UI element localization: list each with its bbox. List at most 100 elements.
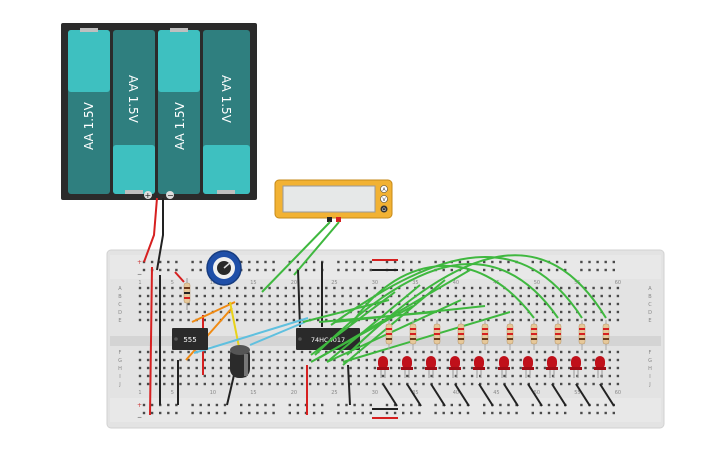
potentiometer[interactable] [206,250,242,286]
row-letter: B [648,294,652,300]
counter-output-wire[interactable] [314,263,559,356]
red-led[interactable] [473,356,485,378]
battery-cell-4[interactable]: AA 1.5V [203,30,250,194]
led-ground-wire[interactable] [551,383,567,407]
wire-black-mid-3[interactable] [347,364,351,406]
counter-output-wire[interactable] [330,256,583,326]
battery-minus-terminal[interactable] [166,191,174,199]
red-led[interactable] [546,356,558,378]
multimeter-mode-ohm[interactable]: Ω [380,205,388,214]
multimeter-probe-wire-1[interactable] [261,221,331,293]
wire-red-short[interactable] [174,271,185,283]
wire-yellow[interactable] [229,301,241,353]
led-resistor[interactable] [578,320,586,350]
chip-74hc4017-label: 74HC4017 [311,336,345,344]
led-resistor[interactable] [433,320,441,350]
led-ground-wire[interactable] [454,383,470,407]
multimeter-probe-red[interactable] [336,217,341,222]
column-number-bottom: 5 [171,390,174,396]
battery-cell-4-label: AA 1.5V [219,75,233,124]
row-letter: E [118,318,121,324]
red-led[interactable] [401,356,413,378]
multimeter-probe-wire-2[interactable] [293,221,340,276]
wire-orange-1[interactable] [191,301,236,323]
wire-black-cap[interactable] [226,374,235,406]
multimeter-mode-v[interactable]: V [380,195,388,204]
wire-blue-1[interactable] [193,317,309,354]
row-letter: A [648,286,652,292]
led-ground-wire[interactable] [382,383,398,407]
column-number-top: 25 [331,280,337,286]
multimeter-mode-a[interactable]: A [380,185,388,194]
resistor-timer[interactable] [183,278,191,310]
chip-555-label: 555 [183,336,196,344]
column-number-bottom: 20 [291,390,297,396]
battery-cell-2-label: AA 1.5V [126,75,140,124]
battery-cell-3-label: AA 1.5V [173,101,187,150]
row-letter: F [119,350,122,356]
red-led[interactable] [594,356,606,378]
counter-output-wire[interactable] [342,311,511,363]
battery-cell-2[interactable]: AA 1.5V [113,30,155,194]
battery-plus-terminal[interactable] [144,191,152,199]
battery-cell-3[interactable]: AA 1.5V [158,28,200,194]
led-ground-wire[interactable] [575,383,591,407]
svg-text:A: A [382,187,386,193]
led-resistor[interactable] [506,320,514,350]
electrolytic-capacitor[interactable] [230,345,250,378]
battery-cell-1[interactable]: AA 1.5V [68,28,110,194]
rail-plus-bottom: + [137,402,142,409]
led-ground-wire[interactable] [406,383,422,407]
wire-orange-2[interactable] [185,307,233,361]
wire-red-left-1[interactable] [149,266,153,416]
svg-text:Ω: Ω [382,207,386,213]
led-ground-wire[interactable] [599,383,615,407]
battery-pack[interactable]: AA 1.5V AA 1.5V AA 1.5V AA 1.5V + − [61,23,257,200]
column-number-top: 35 [412,280,418,286]
column-number-top: 15 [250,280,256,286]
led-ground-wire[interactable] [430,383,446,407]
led-resistor[interactable] [457,320,465,350]
red-led[interactable] [425,356,437,378]
column-number-top: 20 [291,280,297,286]
wire-black-mid-1[interactable] [297,269,301,328]
breadboard[interactable]: 1155101015152020252530303535404045455050… [106,249,665,429]
row-letter: F [649,350,652,356]
led-resistor[interactable] [385,320,393,350]
column-number-top: 30 [372,280,378,286]
row-letter: H [118,366,122,372]
led-resistor[interactable] [554,320,562,350]
led-resistor[interactable] [530,320,538,350]
led-ground-wire[interactable] [527,383,543,407]
red-led[interactable] [449,356,461,378]
red-led[interactable] [498,356,510,378]
led-resistor[interactable] [481,320,489,350]
battery-red-lead[interactable] [143,197,158,263]
led-ground-wire[interactable] [503,383,519,407]
wire-blue-2[interactable] [249,321,306,346]
column-number-top: 40 [453,280,459,286]
row-letter: J [118,382,120,388]
rail-plus-top: + [137,259,142,266]
row-letter: E [648,318,651,324]
battery-black-lead[interactable] [156,198,164,271]
chip-555[interactable]: 555 [172,328,208,350]
counter-output-wire[interactable] [318,269,471,359]
red-led[interactable] [522,356,534,378]
column-number-top: 50 [534,280,540,286]
multimeter-probe-black[interactable] [327,217,332,222]
column-number-bottom: 40 [453,390,459,396]
counter-output-wire[interactable] [310,291,396,356]
counter-output-wire[interactable] [326,284,421,363]
row-letter: D [648,310,652,316]
led-resistor[interactable] [602,320,610,350]
column-number-top: 10 [210,280,216,286]
multimeter[interactable]: A V Ω [274,179,393,222]
red-led[interactable] [377,356,389,378]
column-number-bottom: 35 [412,390,418,396]
led-ground-wire[interactable] [478,383,494,407]
column-number-bottom: 45 [493,390,499,396]
red-led[interactable] [570,356,582,378]
led-resistor[interactable] [409,320,417,350]
